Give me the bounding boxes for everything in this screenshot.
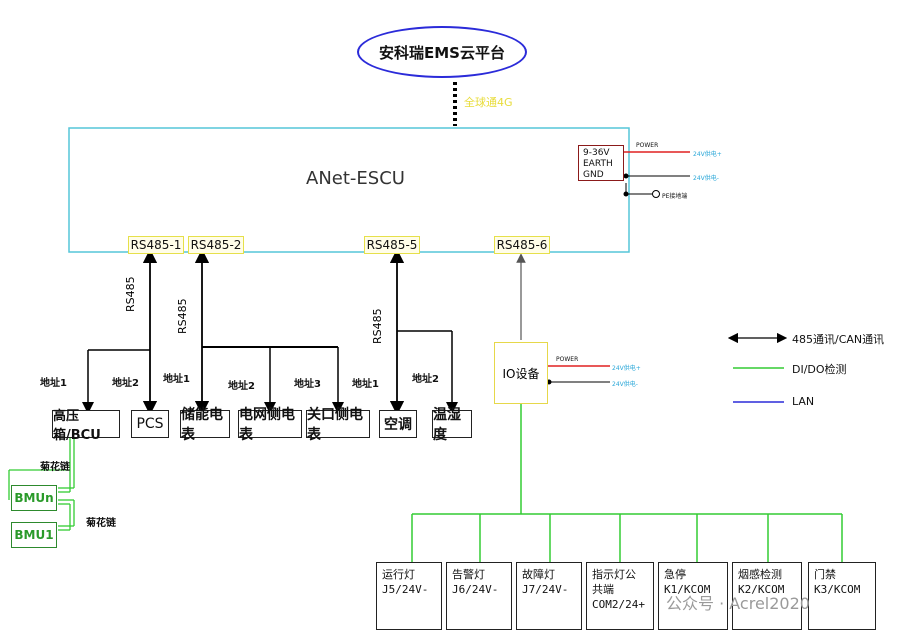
daisy-chain-lines (8, 438, 75, 531)
output-line: COM2/24+ (592, 598, 645, 611)
output-line: 共端 (592, 583, 614, 596)
bus-label: RS485 (371, 308, 384, 344)
output-smoke-detect: 烟感检测 K2/KCOM (732, 562, 802, 630)
port-rs485-5: RS485-5 (364, 236, 420, 254)
port-rs485-6: RS485-6 (494, 236, 550, 254)
io-power-label: POWER (556, 356, 579, 363)
controller-pe-label: PE接地端 (662, 193, 688, 200)
controller-power-box: 9-36V EARTH GND (578, 145, 624, 181)
bmu-n: BMUn (11, 485, 57, 511)
output-indicator-common: 指示灯公共端 COM2/24+ (586, 562, 654, 630)
cloud-platform: 安科瑞EMS云平台 (357, 26, 527, 78)
device-grid-meter: 电网侧电表 (238, 407, 302, 443)
output-access-control: 门禁 K3/KCOM (808, 562, 876, 630)
output-emergency-stop: 急停 K1/KCOM (658, 562, 728, 630)
controller-title: ANet-ESCU (306, 168, 405, 189)
device-pcs: PCS (131, 410, 169, 438)
watermark: 公众号 · Acrel2020 (666, 594, 810, 613)
cloud-label: 安科瑞EMS云平台 (379, 43, 505, 62)
device-bcu: 高压箱/BCU (52, 409, 120, 443)
address-label: 地址1 (352, 379, 379, 390)
output-fault-light: 故障灯 J7/24V- (516, 562, 582, 630)
device-gateway-meter: 关口侧电表 (306, 407, 370, 443)
power-box-line: 9-36V (583, 148, 610, 158)
address-label: 地址2 (112, 378, 139, 389)
controller-v-minus: 24V供电- (693, 175, 719, 182)
legend-dido: DI/DO检测 (792, 363, 847, 376)
power-box-line: EARTH (583, 159, 613, 169)
output-line: 门禁 (814, 568, 836, 581)
address-label: 地址3 (294, 379, 321, 390)
address-label: 地址1 (40, 378, 67, 389)
daisy-chain-label: 菊花链 (86, 518, 116, 529)
output-alarm-light: 告警灯 J6/24V- (446, 562, 512, 630)
device-ac: 空调 (379, 410, 417, 438)
output-line: K2/KCOM (738, 583, 785, 596)
output-line: J7/24V- (522, 583, 569, 596)
power-box-line: GND (583, 170, 604, 180)
io-v-minus: 24V供电- (612, 381, 638, 388)
output-line: J6/24V- (452, 583, 499, 596)
output-line: 运行灯 (382, 568, 415, 581)
output-line: 烟感检测 (738, 568, 782, 581)
address-label: 地址1 (163, 374, 190, 385)
port-rs485-2: RS485-2 (188, 236, 244, 254)
output-line: 告警灯 (452, 568, 485, 581)
bus-label: RS485 (124, 276, 137, 312)
controller-frame (68, 127, 630, 253)
controller-power-label: POWER (636, 142, 659, 149)
address-label: 地址2 (412, 374, 439, 385)
legend-lan: LAN (792, 395, 815, 408)
device-thermo-hygro: 温湿度 (432, 407, 472, 443)
bus-label: RS485 (176, 298, 189, 334)
output-line: K3/KCOM (814, 583, 861, 596)
legend-485: 485通讯/CAN通讯 (792, 333, 885, 346)
output-run-light: 运行灯 J5/24V- (376, 562, 442, 630)
output-line: K1/KCOM (664, 583, 711, 596)
device-storage-meter: 储能电表 (180, 407, 230, 443)
dido-tree (411, 404, 843, 562)
uplink-label: 全球通4G (464, 96, 513, 109)
address-label: 地址2 (228, 381, 255, 392)
output-line: 故障灯 (522, 568, 555, 581)
output-line: 急停 (664, 568, 686, 581)
bmu-1: BMU1 (11, 522, 57, 548)
daisy-chain-label: 菊花链 (40, 462, 70, 473)
controller-v-plus: 24V供电+ (693, 151, 722, 158)
output-line: 指示灯公 (592, 568, 636, 581)
port-rs485-1: RS485-1 (128, 236, 184, 254)
output-line: J5/24V- (382, 583, 429, 596)
io-v-plus: 24V供电+ (612, 365, 641, 372)
io-device: IO设备 (494, 342, 548, 404)
